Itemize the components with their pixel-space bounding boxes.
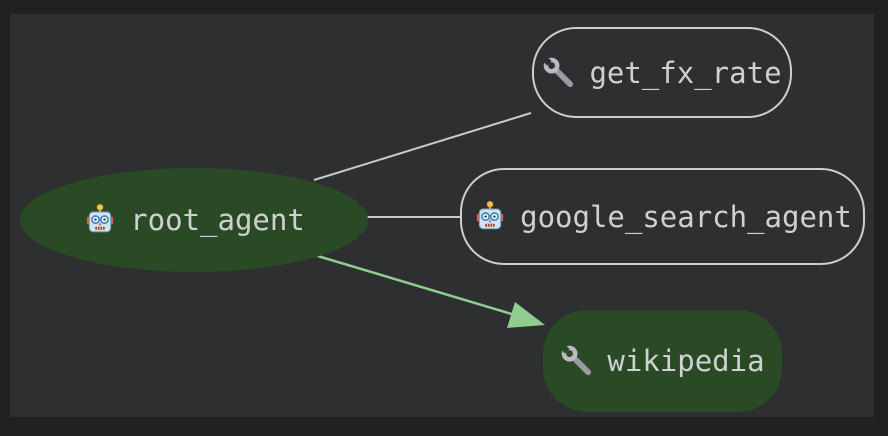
node-google-search-agent[interactable]: google_search_agent	[460, 168, 865, 265]
wrench-icon	[542, 56, 576, 90]
robot-icon	[83, 203, 117, 237]
node-label: root_agent	[130, 203, 305, 237]
node-label: wikipedia	[607, 344, 765, 378]
node-label: google_search_agent	[520, 199, 852, 234]
node-label: get_fx_rate	[589, 55, 782, 90]
node-root-agent[interactable]: root_agent	[20, 168, 368, 272]
robot-icon	[473, 200, 507, 234]
node-get-fx-rate[interactable]: get_fx_rate	[532, 27, 792, 118]
wrench-icon	[560, 344, 594, 378]
node-wikipedia[interactable]: wikipedia	[543, 310, 782, 412]
